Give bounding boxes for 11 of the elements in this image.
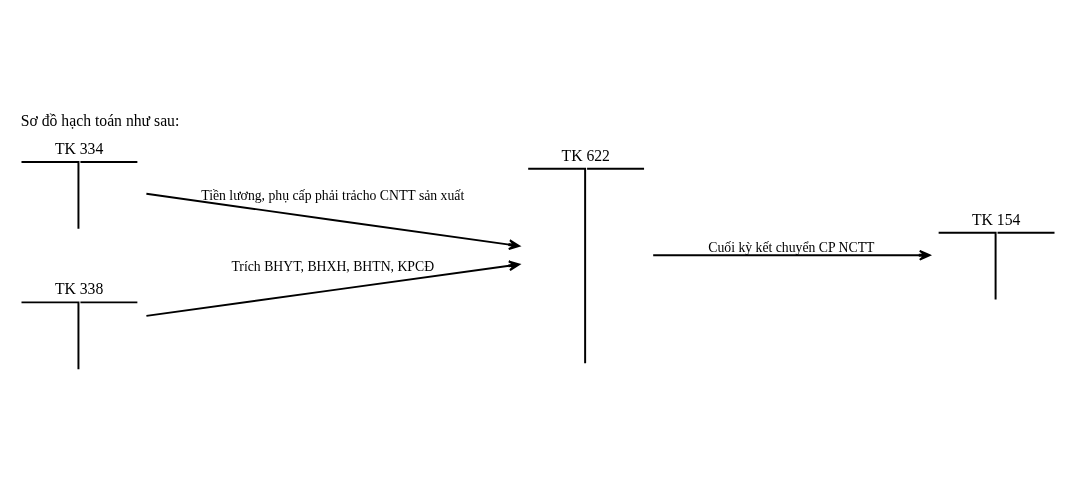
- arrow: [652, 249, 931, 261]
- node-text: TK 154: [972, 210, 1021, 228]
- arrow: [145, 259, 521, 317]
- node-text: TK 338: [54, 279, 104, 297]
- arrow: [145, 192, 521, 250]
- edge-label: Tiền lương, phụ cấp phải trảcho CNTT sản xuất: [201, 187, 465, 203]
- edge-label: Cuối kỳ kết chuyển CP NCTT: [708, 239, 875, 255]
- node-text: TK 334: [54, 139, 104, 157]
- diagram-title: Sơ đồ hạch toán như sau:: [20, 111, 180, 129]
- node-text: TK 622: [561, 146, 610, 164]
- edge-label: Trích BHYT, BHXH, BHTN, KPCĐ: [231, 258, 435, 274]
